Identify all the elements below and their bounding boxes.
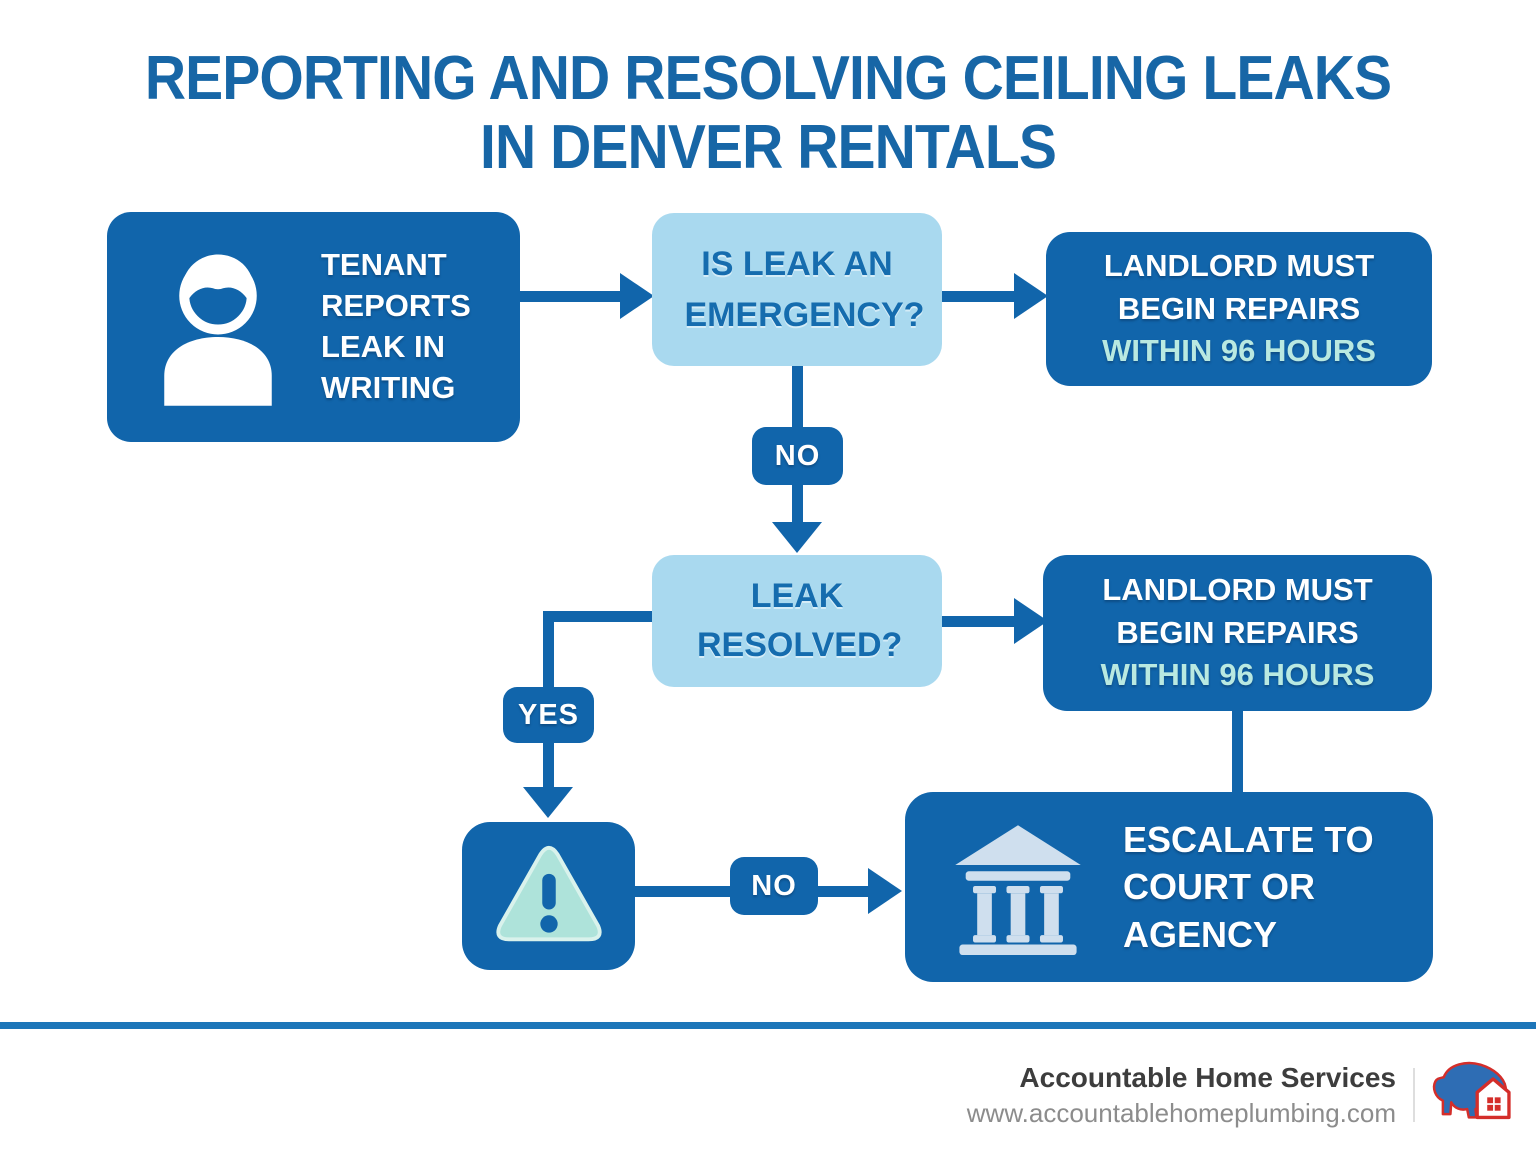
connector-resolved-yes-vertical: [543, 611, 554, 693]
connector-yes-to-warning: [543, 743, 554, 791]
node-escalate: ESCALATE TO COURT OR AGENCY: [905, 792, 1433, 982]
connector-resolved-to-repairs: [942, 616, 1016, 627]
connector-repairs-to-escalate: [1232, 711, 1243, 792]
edge-label-no-top: NO: [752, 427, 843, 485]
node-resolved-question: LEAK RESOLVED?: [652, 555, 942, 687]
footer-divider: [0, 1022, 1536, 1029]
connector-emergency-to-repairs: [942, 291, 1016, 302]
node-emergency-question: IS LEAK AN EMERGENCY?: [652, 213, 942, 366]
arrowhead-right-icon: [1014, 273, 1048, 319]
node-tenant-label: TENANT REPORTS LEAK IN WRITING: [321, 247, 471, 405]
node-resolved-label: LEAK RESOLVED?: [697, 576, 903, 664]
warning-icon: [495, 845, 602, 942]
court-icon: [955, 825, 1081, 955]
node-repairs-not-resolved: LANDLORD MUST BEGIN REPAIRS WITHIN 96 HO…: [1043, 555, 1432, 711]
node-emergency-label: IS LEAK AN EMERGENCY?: [684, 244, 925, 334]
bison-house-logo: [1432, 1061, 1511, 1120]
page-title-line2: IN DENVER RENTALS: [480, 113, 1057, 183]
footer-company-name: Accountable Home Services: [1019, 1062, 1396, 1093]
repairs-deadline-text: WITHIN 96 HOURS: [1100, 657, 1375, 693]
node-repairs-not-resolved-label: LANDLORD MUST BEGIN REPAIRS WITHIN 96 HO…: [1085, 569, 1390, 697]
connector-resolved-yes-horizontal: [543, 611, 652, 622]
person-icon: [164, 254, 272, 406]
edge-label-yes: YES: [503, 687, 594, 743]
node-repairs-emergency-label: LANDLORD MUST BEGIN REPAIRS WITHIN 96 HO…: [1087, 245, 1392, 373]
arrowhead-right-icon: [620, 273, 654, 319]
footer-separator: [1413, 1068, 1415, 1122]
node-escalate-label: ESCALATE TO COURT OR AGENCY: [1123, 818, 1374, 955]
node-warning: [462, 822, 635, 970]
node-repairs-emergency: LANDLORD MUST BEGIN REPAIRS WITHIN 96 HO…: [1046, 232, 1432, 386]
node-tenant-reports: TENANT REPORTS LEAK IN WRITING: [107, 212, 520, 442]
arrowhead-right-icon: [1014, 598, 1048, 644]
repairs-deadline-text: WITHIN 96 HOURS: [1102, 333, 1376, 369]
page-title-line1: REPORTING AND RESOLVING CEILING LEAKS: [144, 44, 1392, 113]
arrowhead-down-icon: [772, 522, 822, 553]
connector-tenant-to-emergency: [520, 291, 622, 302]
arrowhead-down-icon: [523, 787, 573, 818]
arrowhead-right-icon: [868, 868, 902, 914]
edge-label-no-bottom: NO: [730, 857, 818, 915]
footer-website: www.accountablehomeplumbing.com: [966, 1098, 1396, 1128]
page-title: REPORTING AND RESOLVING CEILING LEAKS IN…: [61, 44, 1474, 183]
